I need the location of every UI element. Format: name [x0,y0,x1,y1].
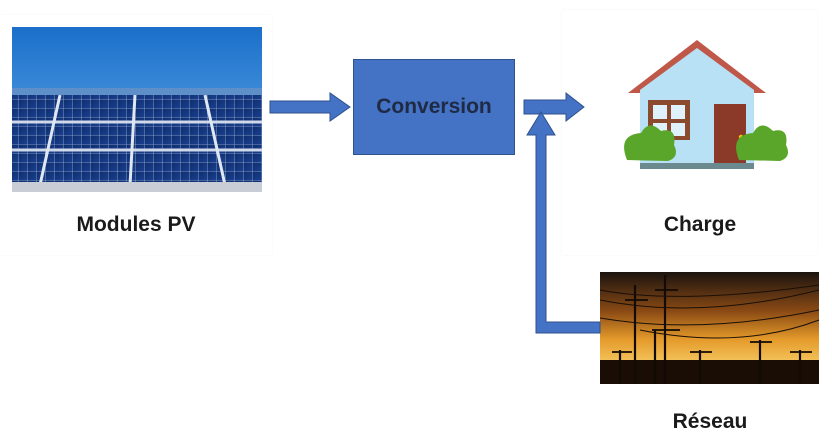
arrow-pv-to-conversion [269,92,351,122]
conversion-label: Conversion [376,95,492,118]
reseau-label: Réseau [672,410,748,433]
conversion-box: Conversion [353,59,515,155]
pv-label: Modules PV [76,213,196,236]
charge-label: Charge [663,213,737,236]
power-lines-icon [599,272,820,384]
